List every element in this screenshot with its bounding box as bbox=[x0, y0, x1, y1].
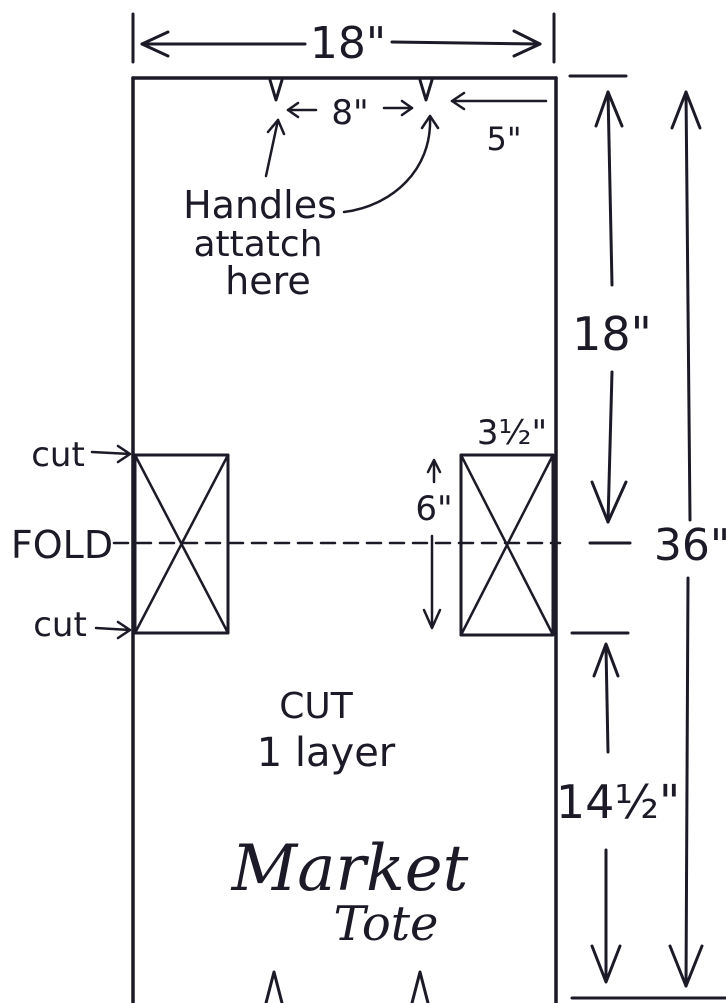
cut-instruction: CUT 1 layer bbox=[257, 686, 396, 776]
handles-pointer-right bbox=[342, 116, 432, 214]
cut-markers: cut cut bbox=[31, 435, 132, 645]
offset-arrowhead bbox=[450, 91, 466, 111]
top-width-dimension: 18" bbox=[131, 12, 556, 69]
handle-offset-dimension: 5" bbox=[450, 91, 548, 158]
pattern-outline bbox=[131, 76, 558, 1003]
cut-instruction-line1: CUT bbox=[279, 686, 353, 727]
right-cutout-box bbox=[459, 453, 555, 637]
left-cutout-diag-b bbox=[133, 453, 230, 635]
fold-line-group: FOLD bbox=[11, 523, 632, 567]
handle-spacing-dimension: 8" bbox=[286, 93, 414, 133]
handles-note-line2: attatch bbox=[193, 224, 322, 265]
notch-height-label: 6" bbox=[415, 489, 452, 529]
title-line2: Tote bbox=[334, 896, 439, 952]
handle-offset-label: 5" bbox=[486, 120, 521, 158]
lower-arrow-top-line bbox=[604, 646, 610, 754]
spacing-arrowhead-right bbox=[400, 99, 414, 117]
upper-height-label: 18" bbox=[572, 307, 652, 361]
cut-top-arrowhead bbox=[116, 444, 132, 464]
right-cutout-diag-b bbox=[459, 453, 555, 637]
total-height-label: 36" bbox=[654, 520, 726, 571]
lower-arrowhead-top bbox=[592, 642, 620, 678]
upper-arrow-bottom-line bbox=[606, 370, 614, 524]
handle-notches-top bbox=[268, 78, 434, 102]
left-cutout bbox=[133, 453, 230, 635]
width-arrowhead-left bbox=[140, 30, 170, 58]
cut-bottom-label: cut bbox=[33, 605, 87, 645]
total-arrow-top-line bbox=[684, 90, 692, 522]
cut-top-arrow bbox=[90, 450, 132, 456]
bottom-handle-notch-left bbox=[264, 970, 284, 1003]
total-arrow-bottom-line bbox=[684, 576, 690, 988]
handles-pointer-right-head bbox=[420, 114, 440, 130]
cut-bottom-arrow bbox=[94, 626, 132, 632]
notch-height-dimension: 6" bbox=[415, 458, 453, 630]
handles-note: Handles attatch here bbox=[183, 114, 440, 303]
lower-arrowhead-bottom bbox=[590, 944, 622, 984]
title-line1: Market bbox=[231, 832, 469, 906]
handle-notch-right bbox=[418, 78, 434, 102]
total-arrowhead-bottom bbox=[668, 944, 704, 988]
width-arrow-right-line bbox=[390, 40, 542, 46]
lower-height-dimension: 14½" bbox=[556, 631, 726, 1000]
handles-note-line3: here bbox=[225, 259, 311, 303]
pattern-title: Market Tote bbox=[231, 832, 469, 952]
handle-spacing-label: 8" bbox=[331, 93, 368, 133]
fold-label: FOLD bbox=[11, 523, 113, 567]
upper-arrowhead-top bbox=[594, 90, 624, 128]
lower-height-label: 14½" bbox=[556, 775, 680, 829]
notch-width-label: 3½" bbox=[477, 413, 547, 453]
handle-notches-bottom bbox=[264, 970, 430, 1003]
handles-pointer-left bbox=[264, 118, 280, 178]
bottom-handle-notch-right bbox=[410, 970, 430, 1003]
cut-top-label: cut bbox=[31, 435, 85, 475]
total-arrowhead-top bbox=[670, 90, 702, 130]
upper-arrow-top-line bbox=[606, 90, 614, 287]
width-total-label: 18" bbox=[310, 18, 386, 69]
handle-notch-left bbox=[268, 78, 284, 102]
spacing-arrowhead-left bbox=[286, 101, 300, 119]
total-height-dimension: 36" bbox=[654, 90, 726, 988]
notch-height-arrowhead-top bbox=[426, 458, 442, 474]
handles-note-line1: Handles bbox=[183, 183, 337, 227]
cut-instruction-line2: 1 layer bbox=[257, 730, 396, 776]
left-cutout-box bbox=[133, 453, 230, 635]
right-cutout: 3½" bbox=[459, 413, 555, 637]
handles-pointer-left-head bbox=[266, 118, 286, 136]
cut-bottom-arrowhead bbox=[116, 620, 132, 640]
upper-height-dimension: 18" bbox=[568, 74, 652, 524]
notch-height-arrowhead-bottom bbox=[422, 608, 442, 630]
upper-arrowhead-bottom bbox=[590, 480, 628, 524]
width-arrowhead-right bbox=[512, 29, 542, 58]
